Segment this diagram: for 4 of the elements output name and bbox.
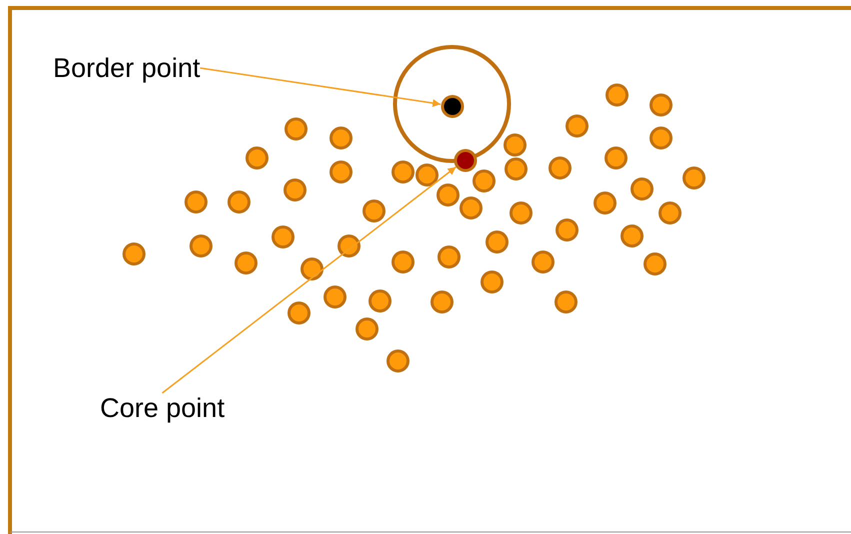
leader-arrow [200,67,441,108]
leader-arrow [162,166,456,394]
point-label: Core point [100,393,225,423]
point-label: Border point [53,53,200,83]
